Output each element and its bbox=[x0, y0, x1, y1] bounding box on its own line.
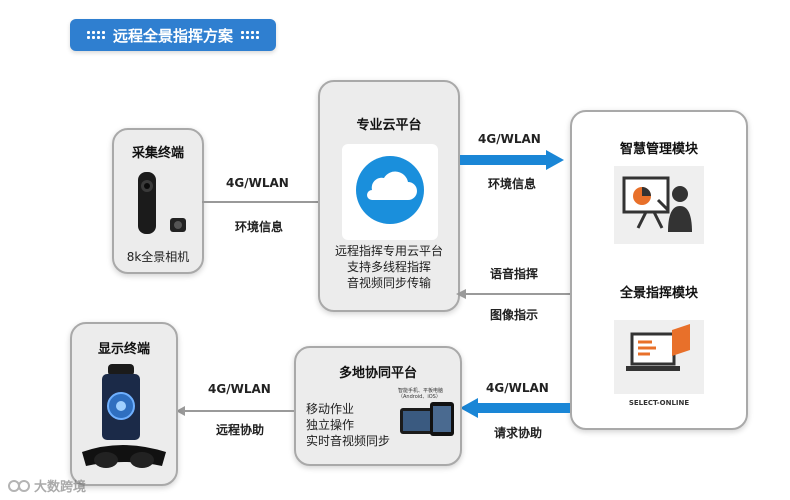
cloud-link-protocol: 4G/WLAN bbox=[478, 132, 541, 146]
cloud-platform-heading: 专业云平台 bbox=[356, 118, 422, 133]
phone-tablet-icon bbox=[400, 402, 454, 436]
panoramic-camera-icon bbox=[138, 172, 186, 234]
presenter-icon bbox=[614, 166, 704, 244]
watermark: 大数跨境 bbox=[8, 476, 86, 495]
smart-management-heading: 智慧管理模块 bbox=[619, 142, 698, 157]
cloud-link-info: 环境信息 bbox=[488, 177, 537, 191]
dots-icon bbox=[86, 31, 105, 39]
multi-link-protocol: 4G/WLAN bbox=[486, 381, 549, 395]
cloud-line-2: 支持多线程指挥 bbox=[346, 260, 431, 274]
cloud-to-smart-arrow bbox=[460, 150, 564, 170]
display-terminal-box: 显示终端 bbox=[70, 322, 178, 486]
phone-vr-headset-icon bbox=[82, 364, 166, 468]
capture-link-info: 环境信息 bbox=[235, 220, 284, 234]
watermark-logo-icon bbox=[8, 479, 30, 492]
cloud-platform-box: 专业云平台 远程指挥专用云平台 支持多线程指挥 音视频同步传输 bbox=[318, 80, 460, 312]
capture-terminal-heading: 采集终端 bbox=[131, 146, 184, 161]
multi-line-1: 移动作业 bbox=[306, 402, 355, 416]
cloud-line-3: 音视频同步传输 bbox=[346, 276, 431, 290]
capture-terminal-box: 采集终端 8k全景相机 bbox=[112, 128, 204, 274]
smart-to-cloud-arrow bbox=[456, 284, 572, 299]
cloud-icon bbox=[342, 144, 438, 240]
title-banner: 远程全景指挥方案 bbox=[70, 19, 276, 51]
laptop-chart-icon bbox=[614, 320, 704, 394]
remote-assist-label: 远程协助 bbox=[216, 423, 265, 437]
capture-link-protocol: 4G/WLAN bbox=[226, 176, 289, 190]
multi-line-3: 实时音视频同步 bbox=[306, 434, 391, 448]
multi-to-display-arrow bbox=[176, 401, 294, 416]
select-online-logo: SELECT-ONLINE bbox=[628, 399, 690, 407]
image-instruction-label: 图像指示 bbox=[490, 308, 539, 322]
multi-line-2: 独立操作 bbox=[306, 418, 355, 432]
device-caption: 智能手机、平板电脑 （Android、iOS） bbox=[398, 388, 444, 400]
command-module-heading: 全景指挥模块 bbox=[619, 286, 698, 301]
request-assist-label: 请求协助 bbox=[494, 426, 543, 440]
camera-label: 8k全景相机 bbox=[126, 250, 190, 264]
watermark-text: 大数跨境 bbox=[34, 480, 87, 495]
multi-site-platform-box: 多地协同平台 移动作业 独立操作 实时音视频同步 智能手机、平板电脑 （Andr… bbox=[294, 346, 462, 466]
smart-to-multi-arrow bbox=[460, 398, 570, 418]
page-title: 远程全景指挥方案 bbox=[112, 26, 233, 45]
dots-icon bbox=[241, 31, 259, 39]
display-terminal-heading: 显示终端 bbox=[97, 342, 150, 357]
cloud-line-1: 远程指挥专用云平台 bbox=[334, 244, 443, 258]
multi-site-heading: 多地协同平台 bbox=[338, 366, 417, 381]
capture-to-cloud-line bbox=[202, 201, 318, 203]
voice-command-label: 语音指挥 bbox=[490, 267, 539, 281]
display-link-protocol: 4G/WLAN bbox=[208, 382, 271, 396]
smart-management-box: 智慧管理模块 全景指挥模块 SELECT-ONLINE bbox=[570, 110, 748, 430]
